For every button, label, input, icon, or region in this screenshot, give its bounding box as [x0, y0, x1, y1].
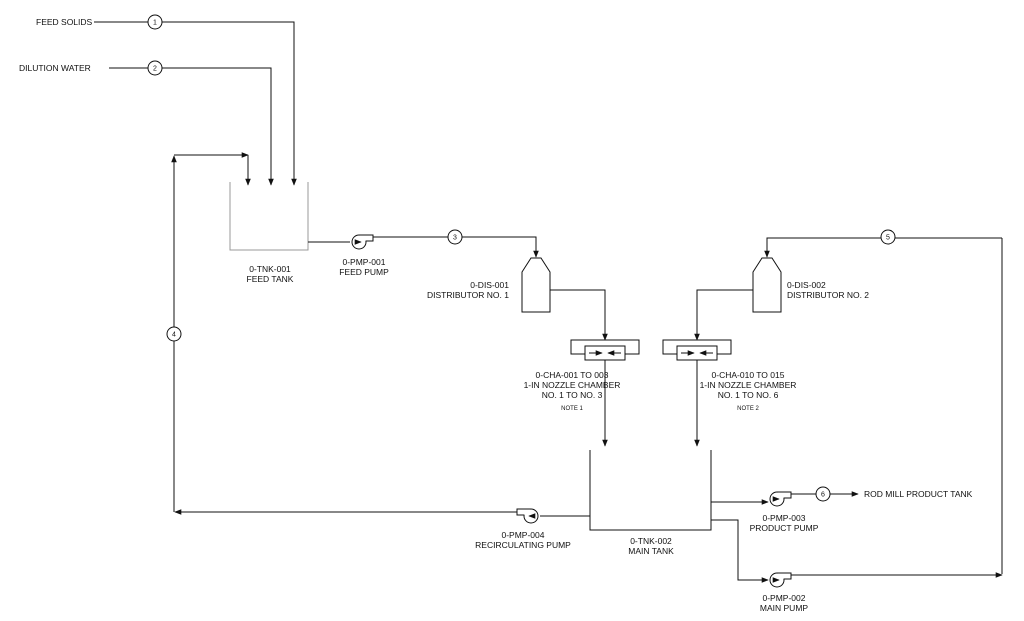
main-tank-name: MAIN TANK	[628, 546, 674, 556]
stream-5-number: 5	[886, 235, 890, 242]
main-tank	[589, 450, 712, 531]
distributor-2-outlet-line	[694, 289, 753, 341]
distributor-1-tag: 0-DIS-001	[470, 280, 509, 290]
nozzle-chamber-1-tag: 0-CHA-001 TO 003	[536, 370, 609, 380]
stream-3-line	[373, 236, 539, 258]
main-tank-tag: 0-TNK-002	[630, 536, 672, 546]
stream-5-line	[764, 237, 1003, 574]
stream-1-line	[94, 21, 297, 186]
recirculating-pump-icon	[516, 508, 539, 524]
stream-4-bubble: 4	[166, 326, 182, 342]
recirc-pump-name: RECIRCULATING PUMP	[475, 540, 571, 550]
distributor-2-tag: 0-DIS-002	[787, 280, 826, 290]
stream-1-bubble: 1	[147, 14, 163, 30]
nozzle-chamber-2-range: NO. 1 TO NO. 6	[718, 390, 779, 400]
main-pump-name: MAIN PUMP	[760, 603, 809, 613]
stream-2-bubble: 2	[147, 60, 163, 76]
rod-mill-product-tank-label: ROD MILL PRODUCT TANK	[864, 489, 973, 499]
feed-tank	[229, 182, 309, 251]
nozzle-chamber-1-icon	[570, 339, 640, 361]
feed-pump-icon	[351, 234, 374, 250]
feed-tank-name: FEED TANK	[247, 274, 294, 284]
distributor-2-name: DISTRIBUTOR NO. 2	[787, 290, 869, 300]
stream-6-number: 6	[821, 492, 825, 499]
distributor-2-icon	[752, 257, 782, 313]
main-pump-tag: 0-PMP-002	[763, 593, 806, 603]
nozzle-chamber-1-range: NO. 1 TO NO. 3	[542, 390, 603, 400]
dilution-water-label: DILUTION WATER	[19, 63, 91, 73]
stream-1-number: 1	[153, 20, 157, 27]
feed-solids-label: FEED SOLIDS	[36, 17, 93, 27]
feed-pump-tag: 0-PMP-001	[343, 257, 386, 267]
main-pump-line-in	[711, 519, 769, 583]
distributor-1-outlet-line	[550, 289, 608, 341]
stream-5-bubble: 5	[880, 229, 896, 245]
product-pump-icon	[769, 491, 792, 507]
product-pump-name: PRODUCT PUMP	[750, 523, 819, 533]
nozzle-chamber-2-name: 1-IN NOZZLE CHAMBER	[700, 380, 797, 390]
feed-pump-name: FEED PUMP	[339, 267, 389, 277]
stream-4-number: 4	[172, 332, 176, 339]
distributor-1-icon	[521, 257, 551, 313]
nozzle-chamber-2-icon	[662, 339, 732, 361]
nozzle-chamber-2-tag: 0-CHA-010 TO 015	[712, 370, 785, 380]
stream-3-bubble: 3	[447, 229, 463, 245]
nozzle-chamber-1-name: 1-IN NOZZLE CHAMBER	[524, 380, 621, 390]
main-pump-icon	[769, 572, 792, 588]
nozzle-chamber-2-note: NOTE 2	[737, 406, 759, 412]
nozzle-chamber-1-note: NOTE 1	[561, 406, 583, 412]
feed-tank-tag: 0-TNK-001	[249, 264, 291, 274]
stream-2-number: 2	[153, 66, 157, 73]
stream-3-number: 3	[453, 235, 457, 242]
recirc-pump-tag: 0-PMP-004	[502, 530, 545, 540]
stream-2-line	[109, 67, 274, 186]
stream-4-line	[171, 152, 517, 515]
stream-6-bubble: 6	[815, 486, 831, 502]
product-pump-tag: 0-PMP-003	[763, 513, 806, 523]
distributor-1-name: DISTRIBUTOR NO. 1	[427, 290, 509, 300]
